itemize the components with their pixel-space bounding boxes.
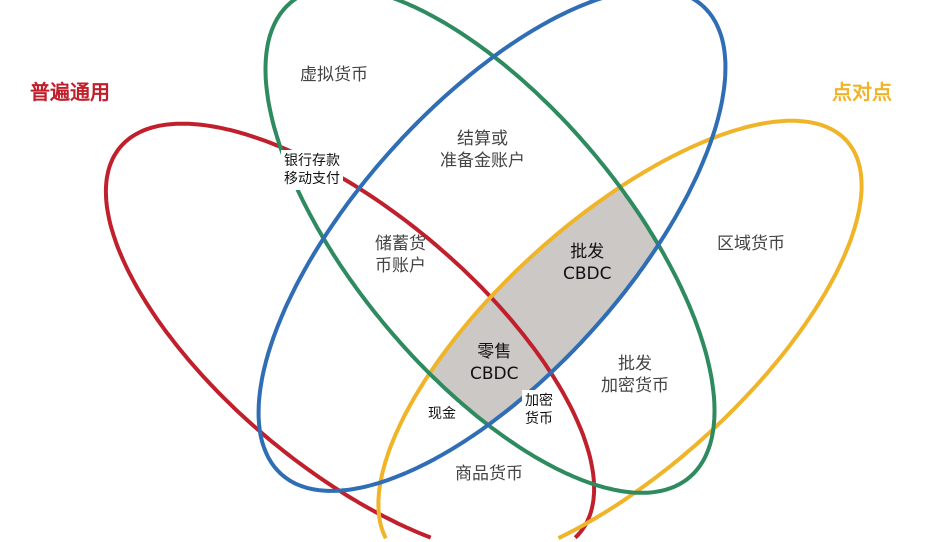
green-ellipse [263,0,717,495]
label-line: 加密 [525,393,553,409]
label-line: 批发 [618,354,652,374]
universal-ellipse [103,121,597,540]
label-line: 准备金账户 [440,151,525,171]
label-line: CBDC [563,264,612,284]
label-local-currency: 区域货币 [717,234,785,254]
label-savings: 储蓄货币账户 [375,233,426,277]
label-line: 货币 [525,411,553,427]
category-universal: 普遍通用 [30,80,110,104]
label-cash: 现金 [425,403,459,425]
label-bank-deposit: 银行存款移动支付 [281,150,343,190]
label-line: 移动支付 [284,171,340,187]
label-line: 批发 [570,242,605,262]
peer-to-peer-ellipse [376,118,864,540]
label-settlement: 结算或准备金账户 [440,128,525,172]
label-virtual-currency: 虚拟货币 [300,65,368,85]
label-line: 零售 [477,342,512,362]
label-line: 银行存款 [284,153,340,169]
label-line: 结算或 [457,129,508,149]
category-peer-to-peer: 点对点 [832,80,892,104]
label-line: 加密货币 [601,376,669,396]
label-line: CBDC [470,364,519,384]
label-wholesale-crypto: 批发加密货币 [601,353,669,397]
label-crypto: 加密货币 [522,390,556,430]
blue-ellipse [256,0,728,493]
label-commodity: 商品货币 [455,464,523,484]
label-line: 储蓄货 [375,234,426,254]
label-line: 币账户 [375,256,426,276]
